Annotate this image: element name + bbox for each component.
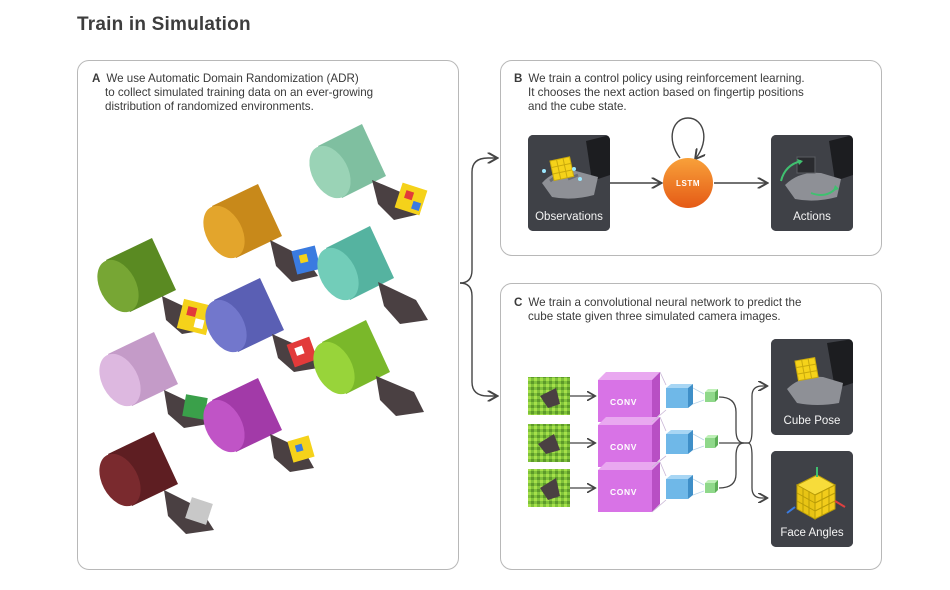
robot-hand-teal	[309, 226, 428, 324]
merge-arrows	[719, 386, 766, 498]
output-block-2	[705, 435, 718, 448]
robot-hand-maroon	[91, 432, 214, 534]
robot-hand-indigo	[197, 278, 318, 372]
robot-hand-mint	[301, 124, 427, 220]
dense-block-3	[666, 475, 693, 499]
conv-label-2: CONV	[610, 442, 637, 452]
dense-block-2	[666, 430, 693, 454]
camera-to-conv-arrows	[570, 396, 594, 488]
robot-hand-lime	[305, 320, 424, 416]
conv-label-1: CONV	[610, 397, 637, 407]
camera-images	[528, 377, 570, 507]
robot-hand-amber	[195, 184, 321, 282]
lstm-label: LSTM	[676, 179, 700, 188]
output-block-1	[705, 389, 718, 402]
robot-hand-lavender	[91, 332, 208, 428]
adr-environments-illustration	[89, 124, 428, 534]
dense-funnel-lines	[693, 388, 704, 495]
output-block-3	[705, 480, 718, 493]
robot-hand-olive	[89, 238, 213, 335]
conv-label-3: CONV	[610, 487, 637, 497]
robot-hand-magenta	[195, 378, 315, 472]
dense-block-1	[666, 384, 693, 408]
branch-arrows	[460, 158, 496, 396]
